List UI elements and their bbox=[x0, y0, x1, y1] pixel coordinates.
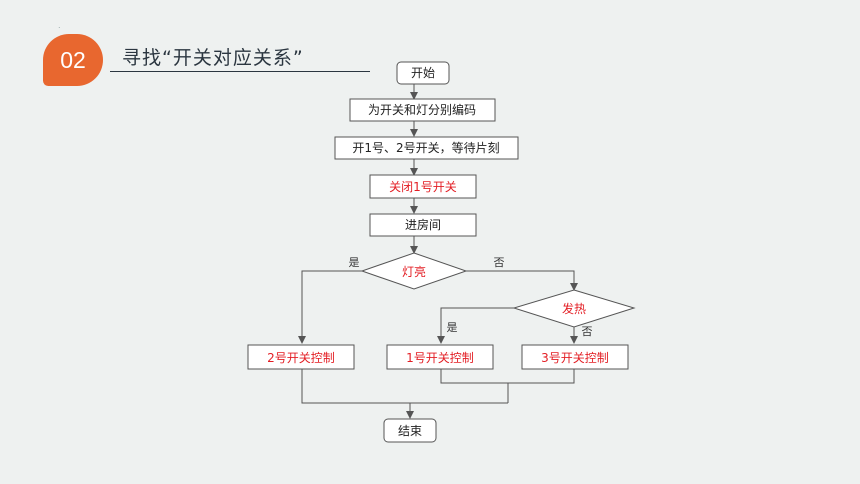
section-number-badge: 02 bbox=[43, 34, 103, 86]
decision-light-no: 否 bbox=[494, 256, 505, 269]
end-label: 结束 bbox=[398, 424, 422, 438]
start-label: 开始 bbox=[411, 66, 435, 80]
decision-light-yes: 是 bbox=[349, 256, 360, 269]
step-enter-room bbox=[369, 213, 477, 237]
decision-light-on bbox=[360, 252, 468, 290]
flow-connectors bbox=[298, 84, 578, 419]
decision-hot bbox=[512, 289, 636, 328]
result-switch-3-label: 3号开关控制 bbox=[541, 351, 609, 365]
step-encode-label: 为开关和灯分别编码 bbox=[368, 102, 476, 117]
result-switch-2 bbox=[247, 344, 355, 370]
start-node bbox=[396, 61, 450, 85]
result-switch-1 bbox=[386, 344, 494, 370]
step-switch-on-label: 开1号、2号开关，等待片刻 bbox=[352, 141, 499, 155]
step-switch-off-label: 关闭1号开关 bbox=[389, 180, 457, 194]
result-switch-3 bbox=[521, 344, 629, 370]
decision-hot-yes: 是 bbox=[447, 321, 458, 334]
decision-hot-label: 发热 bbox=[562, 301, 586, 316]
result-switch-1-label: 1号开关控制 bbox=[406, 351, 474, 365]
step-enter-room-label: 进房间 bbox=[405, 217, 441, 232]
title-underline bbox=[110, 71, 370, 72]
decision-hot-no: 否 bbox=[582, 325, 593, 338]
decorative-dot: . bbox=[58, 21, 61, 30]
step-encode bbox=[349, 98, 496, 122]
end-node bbox=[383, 418, 437, 443]
page-title: 寻找“开关对应关系” bbox=[122, 47, 304, 69]
step-switch-off bbox=[369, 174, 477, 199]
step-switch-on bbox=[334, 136, 519, 160]
section-number: 02 bbox=[60, 46, 86, 73]
result-switch-2-label: 2号开关控制 bbox=[267, 351, 335, 365]
decision-light-on-label: 灯亮 bbox=[402, 264, 426, 279]
